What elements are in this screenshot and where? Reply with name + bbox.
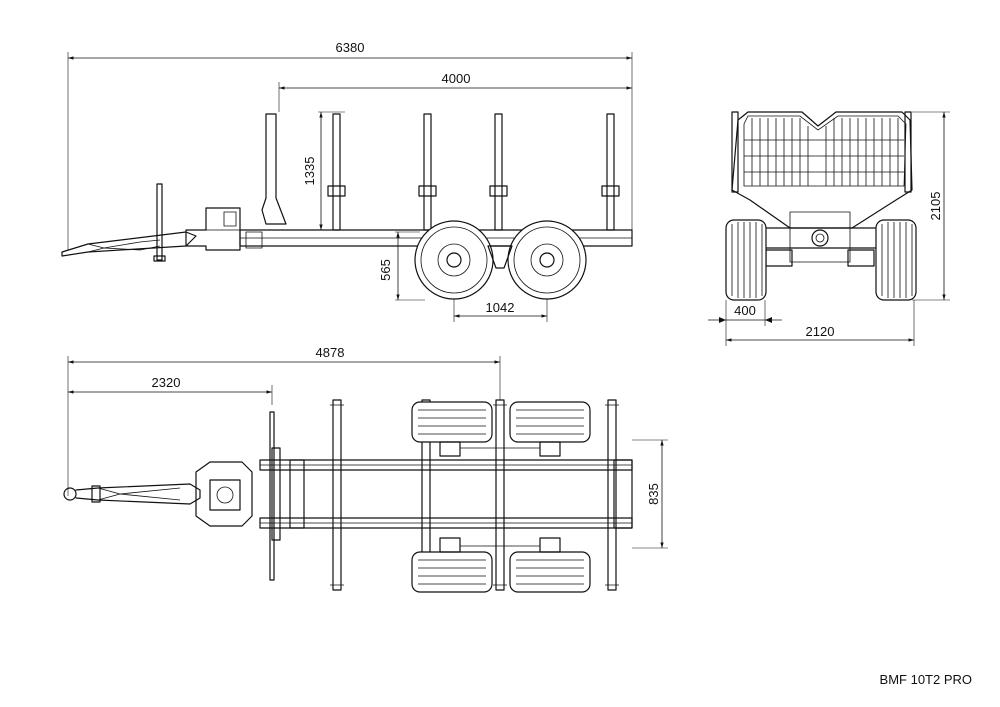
- label-overall-length: 6380: [336, 40, 365, 55]
- top-stakes: [330, 399, 619, 591]
- dim-overall-width: 2120: [725, 300, 915, 346]
- stakes: [327, 113, 620, 231]
- label-plan-length: 4878: [316, 345, 345, 360]
- dim-bed-length: 4000: [278, 71, 632, 112]
- dim-overall-height: 2105: [912, 111, 950, 301]
- label-frame-width: 835: [646, 483, 661, 505]
- label-stake-height: 1335: [302, 157, 317, 186]
- side-view: 6380 4000 1335 565 1042: [61, 40, 633, 322]
- dim-wheel-width: 400: [708, 300, 782, 326]
- rear-view: 2105 400 2120: [708, 111, 950, 346]
- label-overall-height: 2105: [928, 192, 943, 221]
- side-wheels: [414, 220, 587, 300]
- dim-frame-width: 835: [632, 439, 668, 549]
- top-view: 4878 2320 835: [63, 345, 668, 593]
- dim-overall-length: 6380: [67, 40, 633, 250]
- dim-ground-clearance: 565: [378, 231, 425, 301]
- rear-wheels: [725, 219, 917, 301]
- model-label: BMF 10T2 PRO: [880, 672, 972, 687]
- top-wheels: [411, 401, 591, 593]
- label-bed-length: 4000: [442, 71, 471, 86]
- dim-stake-height: 1335: [302, 111, 345, 230]
- label-drawbar-length: 2320: [152, 375, 181, 390]
- label-overall-width: 2120: [806, 324, 835, 339]
- dim-drawbar-length: 2320: [68, 375, 273, 405]
- dim-plan-length: 4878: [67, 345, 501, 496]
- label-ground-clearance: 565: [378, 259, 393, 281]
- label-wheel-width: 400: [734, 303, 756, 318]
- label-axle-spacing: 1042: [486, 300, 515, 315]
